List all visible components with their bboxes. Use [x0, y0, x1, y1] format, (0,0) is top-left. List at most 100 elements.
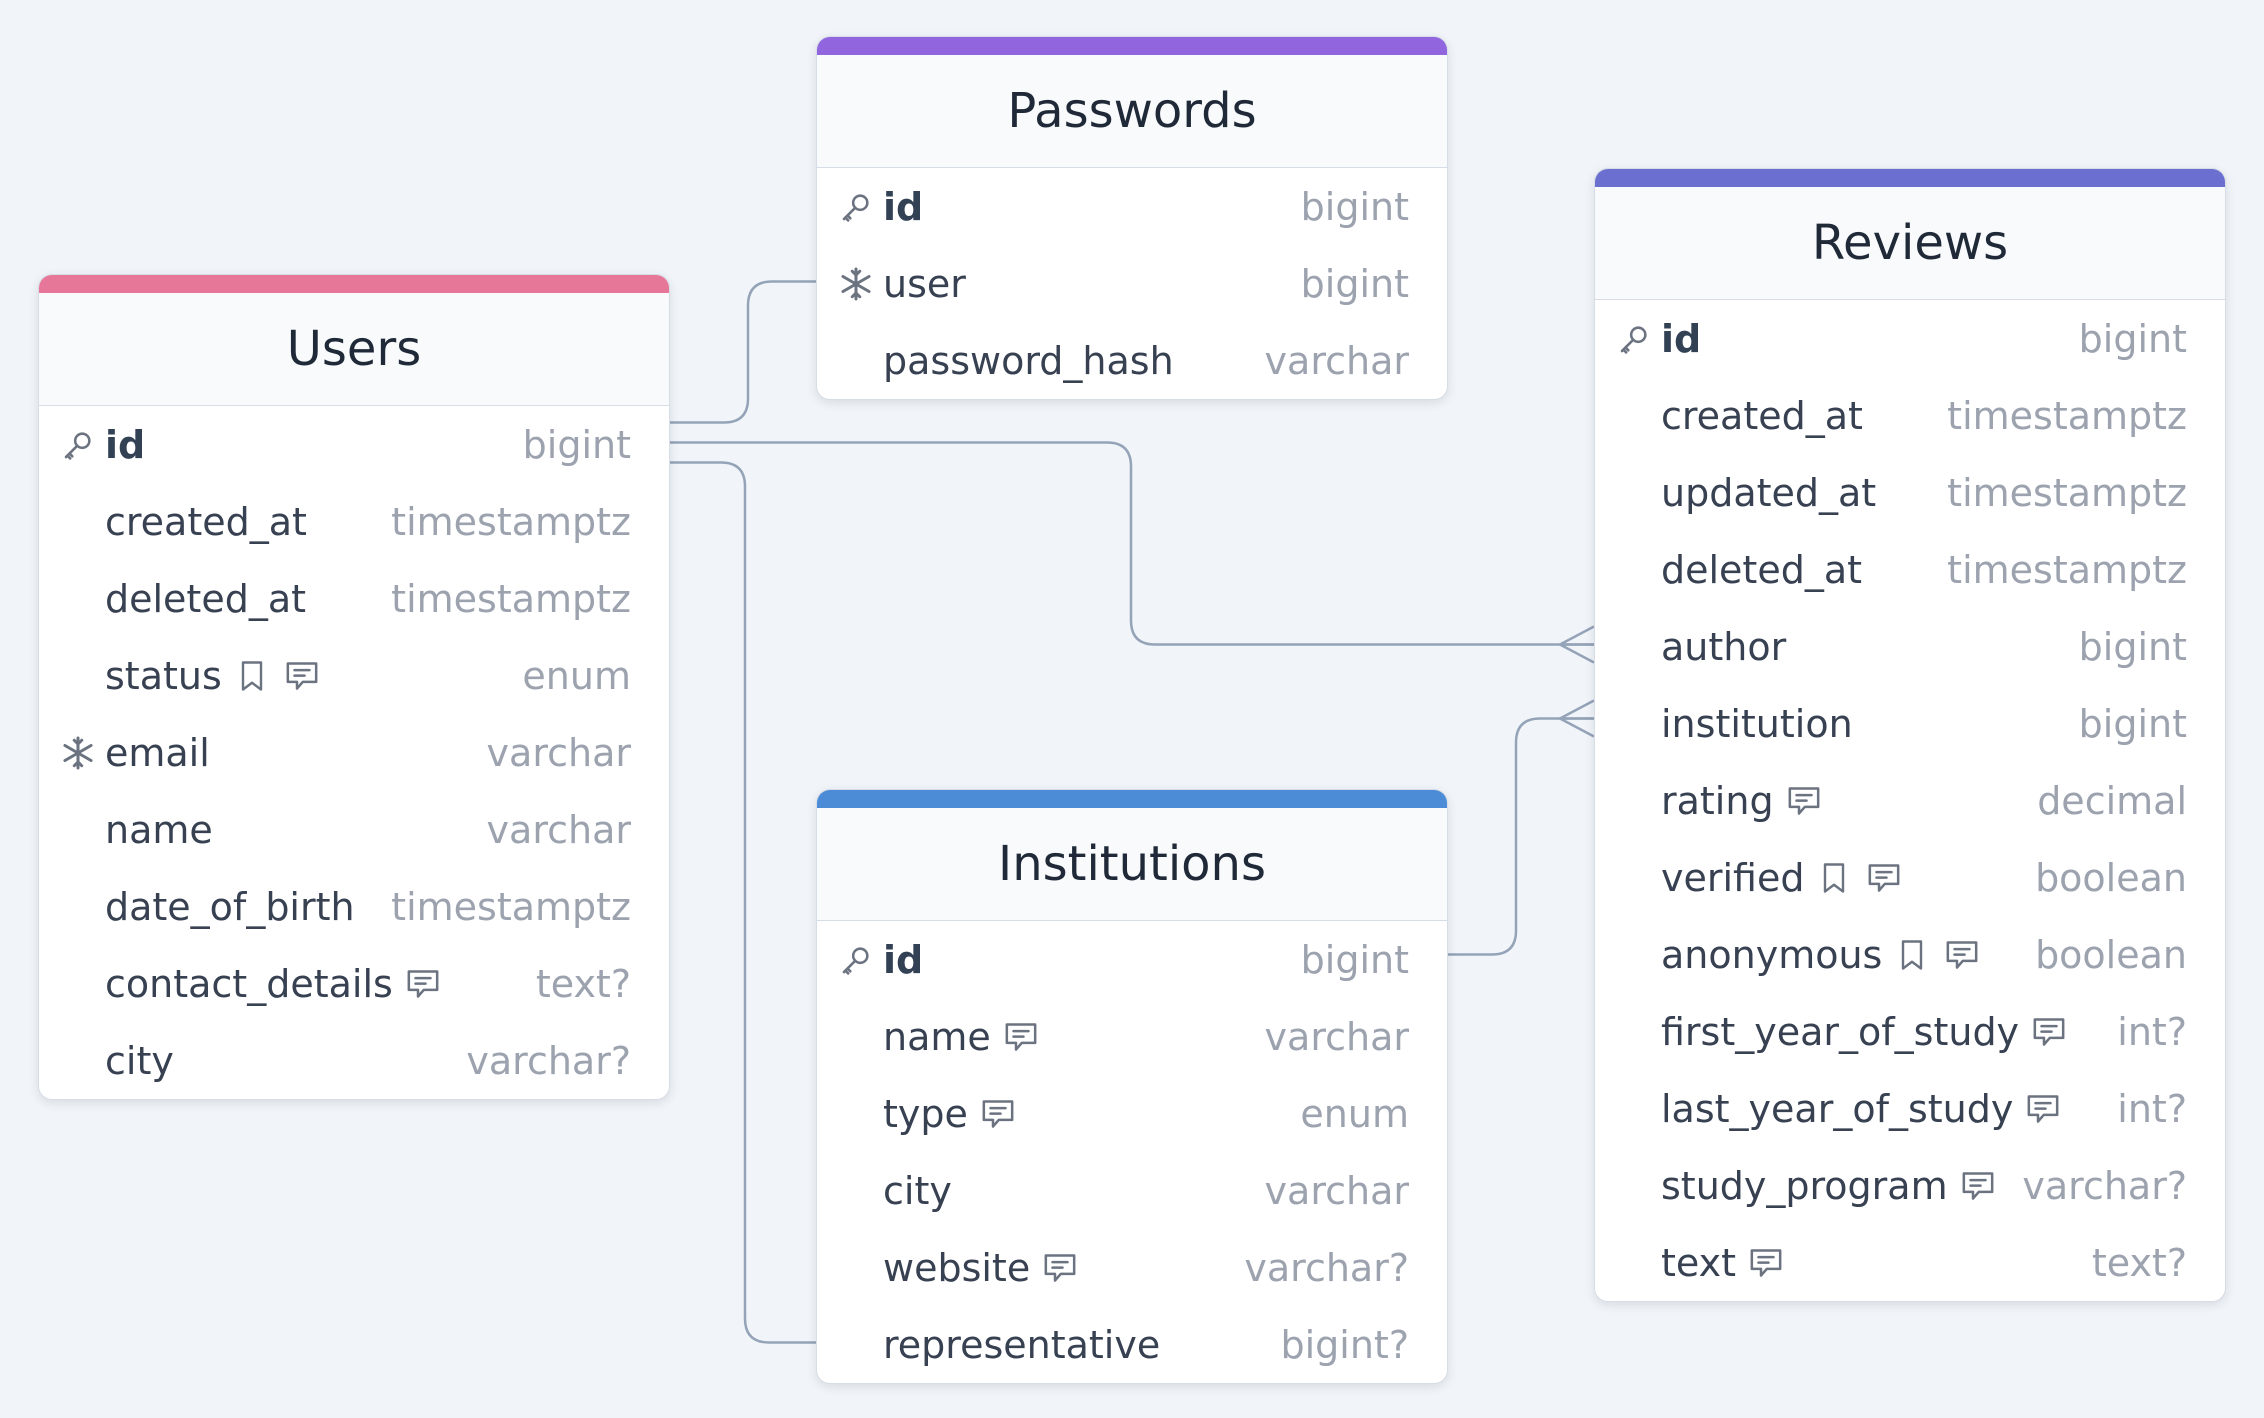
column-row-institution[interactable]: institution bigint	[1595, 685, 2225, 762]
column-name-group: id	[883, 938, 923, 982]
bookmark-icon[interactable]	[1814, 858, 1854, 898]
comment-icon[interactable]	[2029, 1012, 2069, 1052]
comment-icon[interactable]	[1958, 1166, 1998, 1206]
comment-icon[interactable]	[1001, 1017, 1041, 1057]
column-name-group: text	[1661, 1241, 1786, 1285]
column-name-group: date_of_birth	[105, 885, 355, 929]
column-name-group: name	[883, 1015, 1041, 1059]
column-name: study_program	[1661, 1163, 1948, 1208]
column-name-group: created_at	[1661, 394, 1863, 438]
column-name-group: id	[883, 185, 923, 229]
column-name-group: institution	[1661, 702, 1853, 746]
column-name: date_of_birth	[105, 884, 355, 929]
column-name: institution	[1661, 701, 1853, 746]
comment-icon[interactable]	[978, 1094, 1018, 1134]
column-name: created_at	[1661, 393, 1863, 438]
column-type: varchar	[1264, 1168, 1409, 1213]
column-name: name	[883, 1014, 991, 1059]
column-name-group: deleted_at	[105, 577, 306, 621]
snowflake-icon	[837, 265, 875, 303]
column-type: boolean	[2035, 855, 2187, 900]
column-name: rating	[1661, 778, 1774, 823]
comment-icon[interactable]	[1942, 935, 1982, 975]
column-name: author	[1661, 624, 1787, 669]
crowfoot-reviews-author	[1559, 625, 1595, 664]
edge-institutions-reviews	[1446, 717, 1594, 956]
edge-users-reviews	[668, 441, 1594, 646]
column-name: created_at	[105, 499, 307, 544]
table-title[interactable]: Users	[39, 293, 669, 406]
table-accent-bar	[817, 790, 1447, 808]
column-type: timestamptz	[391, 499, 631, 544]
column-name: city	[883, 1168, 952, 1213]
column-name: id	[883, 937, 924, 982]
column-type: text?	[535, 961, 631, 1006]
column-type: int?	[2117, 1009, 2187, 1054]
column-type: timestamptz	[1947, 547, 2187, 592]
column-type: boolean	[2035, 932, 2187, 977]
column-row-id[interactable]: id bigint	[817, 921, 1447, 998]
column-name-group: password_hash	[883, 339, 1174, 383]
column-row-city[interactable]: city varchar	[817, 1152, 1447, 1229]
table-title[interactable]: Passwords	[817, 55, 1447, 168]
column-row-password-hash[interactable]: password_hash varchar	[817, 322, 1447, 399]
column-name: deleted_at	[1661, 547, 1863, 592]
column-name-group: id	[1661, 317, 1701, 361]
comment-icon[interactable]	[1040, 1248, 1080, 1288]
crowfoot-reviews-institution	[1559, 699, 1595, 738]
column-name: verified	[1661, 855, 1805, 900]
column-row-deleted-at[interactable]: deleted_at timestamptz	[1595, 531, 2225, 608]
column-type: bigint	[1300, 937, 1409, 982]
comment-icon[interactable]	[282, 656, 322, 696]
column-type: varchar	[1264, 338, 1409, 383]
comment-icon[interactable]	[403, 964, 443, 1004]
snowflake-icon	[59, 734, 97, 772]
bookmark-icon[interactable]	[232, 656, 272, 696]
column-type: bigint	[522, 422, 631, 467]
bookmark-icon[interactable]	[1892, 935, 1932, 975]
column-row-anonymous[interactable]: anonymous boolean	[1595, 916, 2225, 993]
column-name-group: website	[883, 1246, 1080, 1290]
table-title[interactable]: Reviews	[1595, 187, 2225, 300]
comment-icon[interactable]	[2023, 1089, 2063, 1129]
column-name: id	[1661, 316, 1702, 361]
table-accent-bar	[817, 37, 1447, 55]
column-row-verified[interactable]: verified boolean	[1595, 839, 2225, 916]
comment-icon[interactable]	[1784, 781, 1824, 821]
column-name: type	[883, 1091, 968, 1136]
comment-icon[interactable]	[1746, 1243, 1786, 1283]
column-type: bigint	[2078, 701, 2187, 746]
table-title[interactable]: Institutions	[817, 808, 1447, 921]
comment-icon[interactable]	[1864, 858, 1904, 898]
column-name-group: anonymous	[1661, 933, 1982, 977]
column-name-group: created_at	[105, 500, 307, 544]
column-row-created-at[interactable]: created_at timestamptz	[39, 483, 669, 560]
